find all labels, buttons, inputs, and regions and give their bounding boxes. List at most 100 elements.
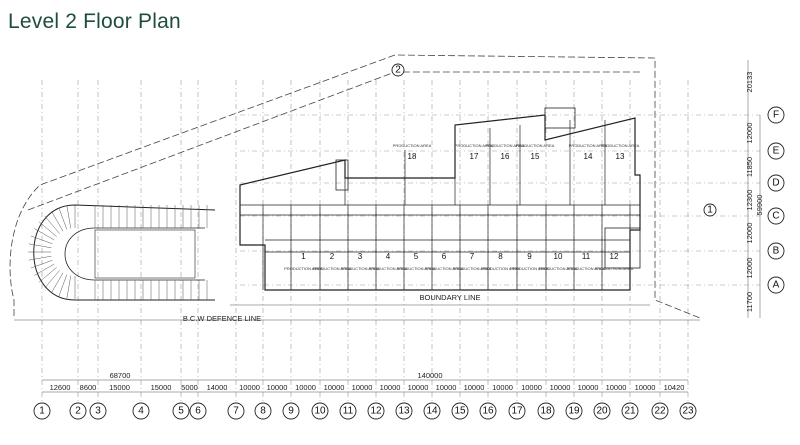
svg-text:17: 17 — [511, 406, 523, 417]
svg-text:11: 11 — [343, 406, 354, 417]
column-spacing-dim: 10000 — [464, 383, 485, 392]
lower-unit-number: 3 — [358, 252, 363, 261]
production-area-label: PRODUCTION AREA — [481, 266, 520, 271]
production-area-label: PRODUCTION AREA — [569, 143, 608, 148]
svg-text:1: 1 — [39, 406, 45, 417]
production-area-label: PRODUCTION AREA — [453, 266, 492, 271]
production-area-label: PRODUCTION AREA — [455, 143, 494, 148]
row-spacing-dim: 12000 — [745, 258, 754, 279]
section-marker-1: 1 — [703, 203, 717, 217]
overall-dim-right: 140000 — [417, 371, 442, 380]
section-marker-2: 2 — [391, 63, 405, 77]
lower-unit-number: 4 — [386, 252, 391, 261]
production-area-label: PRODUCTION AREA — [567, 266, 606, 271]
svg-text:3: 3 — [95, 406, 101, 417]
grid-row-bubble-A: A — [767, 276, 785, 294]
grid-row-bubble-C: C — [767, 207, 785, 225]
grid-column-bubble-13: 13 — [395, 402, 413, 420]
svg-text:5: 5 — [178, 406, 184, 417]
lower-unit-number: 7 — [470, 252, 475, 261]
svg-text:E: E — [773, 146, 780, 157]
grid-column-bubble-8: 8 — [254, 402, 272, 420]
column-spacing-dim: 15000 — [151, 383, 172, 392]
upper-unit-number: 14 — [584, 152, 593, 161]
grid-column-bubble-14: 14 — [423, 402, 441, 420]
column-spacing-dim: 10000 — [606, 383, 627, 392]
svg-text:7: 7 — [233, 406, 239, 417]
row-spacing-dim: 12300 — [745, 190, 754, 211]
svg-text:14: 14 — [426, 406, 438, 417]
column-spacing-dim: 10000 — [380, 383, 401, 392]
upper-unit-number: 13 — [616, 152, 625, 161]
column-spacing-dim: 10000 — [550, 383, 571, 392]
grid-column-bubble-12: 12 — [367, 402, 385, 420]
production-area-label: PRODUCTION AREA — [393, 143, 432, 148]
grid-column-bubble-11: 11 — [339, 402, 357, 420]
column-spacing-dim: 10000 — [324, 383, 345, 392]
column-spacing-dim: 10000 — [492, 383, 513, 392]
column-spacing-dim: 10000 — [267, 383, 288, 392]
svg-text:9: 9 — [288, 406, 294, 417]
grid-column-bubble-15: 15 — [451, 402, 469, 420]
svg-text:13: 13 — [398, 406, 410, 417]
svg-text:2: 2 — [75, 406, 81, 417]
svg-text:D: D — [772, 178, 779, 189]
grid-column-bubble-23: 23 — [679, 402, 697, 420]
column-spacing-dim: 10420 — [664, 383, 685, 392]
grid-column-bubble-16: 16 — [479, 402, 497, 420]
svg-text:2: 2 — [395, 65, 401, 76]
grid-column-bubble-9: 9 — [282, 402, 300, 420]
svg-text:10: 10 — [314, 406, 326, 417]
grid-column-bubble-21: 21 — [621, 402, 639, 420]
upper-unit-number: 17 — [470, 152, 479, 161]
lower-unit-number: 2 — [330, 252, 335, 261]
upper-unit-number: 15 — [531, 152, 540, 161]
row-total-dim: 59900 — [755, 195, 764, 216]
upper-unit-number: 18 — [408, 152, 417, 161]
row-spacing-dim: 12000 — [745, 123, 754, 144]
svg-text:4: 4 — [138, 406, 144, 417]
svg-text:16: 16 — [482, 406, 494, 417]
grid-column-bubble-3: 3 — [89, 402, 107, 420]
lower-unit-number: 12 — [610, 252, 619, 261]
column-spacing-dim: 10000 — [408, 383, 429, 392]
row-spacing-dim: 11700 — [745, 292, 754, 312]
grid-row-bubble-D: D — [767, 174, 785, 192]
grid-column-bubble-2: 2 — [69, 402, 87, 420]
svg-text:20: 20 — [596, 406, 608, 417]
lower-unit-number: 6 — [442, 252, 447, 261]
svg-text:23: 23 — [682, 406, 694, 417]
column-spacing-dim: 10000 — [352, 383, 373, 392]
production-area-label: PRODUCTION AREA — [539, 266, 578, 271]
overall-dim-left: 68700 — [110, 371, 131, 380]
building-outline — [239, 107, 641, 291]
production-area-label: PRODUCTION AREA — [284, 266, 323, 271]
grid-column-bubble-10: 10 — [311, 402, 329, 420]
svg-text:22: 22 — [654, 406, 666, 417]
grid-column-bubble-7: 7 — [227, 402, 245, 420]
svg-text:A: A — [773, 280, 780, 291]
grid-column-bubble-4: 4 — [132, 402, 150, 420]
lower-unit-number: 10 — [554, 252, 563, 261]
grid-row-bubble-F: F — [767, 106, 785, 124]
lower-unit-number: 8 — [498, 252, 503, 261]
production-area-label: PRODUCTION AREA — [601, 143, 640, 148]
grid-column-bubble-1: 1 — [33, 402, 51, 420]
production-area-label: PRODUCTION AREA — [516, 143, 555, 148]
lower-unit-number: 11 — [582, 252, 591, 261]
lower-unit-number: 9 — [527, 252, 532, 261]
boundary-annotation: BOUNDARY LINE — [420, 293, 481, 302]
production-area-label: PRODUCTION AREA — [595, 266, 634, 271]
production-area-label: PRODUCTION AREA — [510, 266, 549, 271]
page-title: Level 2 Floor Plan — [8, 10, 181, 33]
svg-text:C: C — [772, 211, 779, 222]
production-area-label: PRODUCTION AREA — [369, 266, 408, 271]
production-area-label: PRODUCTION AREA — [425, 266, 464, 271]
production-area-label: PRODUCTION AREA — [341, 266, 380, 271]
grid-column-bubble-20: 20 — [593, 402, 611, 420]
svg-text:8: 8 — [260, 406, 266, 417]
grid-column-bubble-5: 5 — [172, 402, 190, 420]
grid-row-bubble-B: B — [767, 242, 785, 260]
